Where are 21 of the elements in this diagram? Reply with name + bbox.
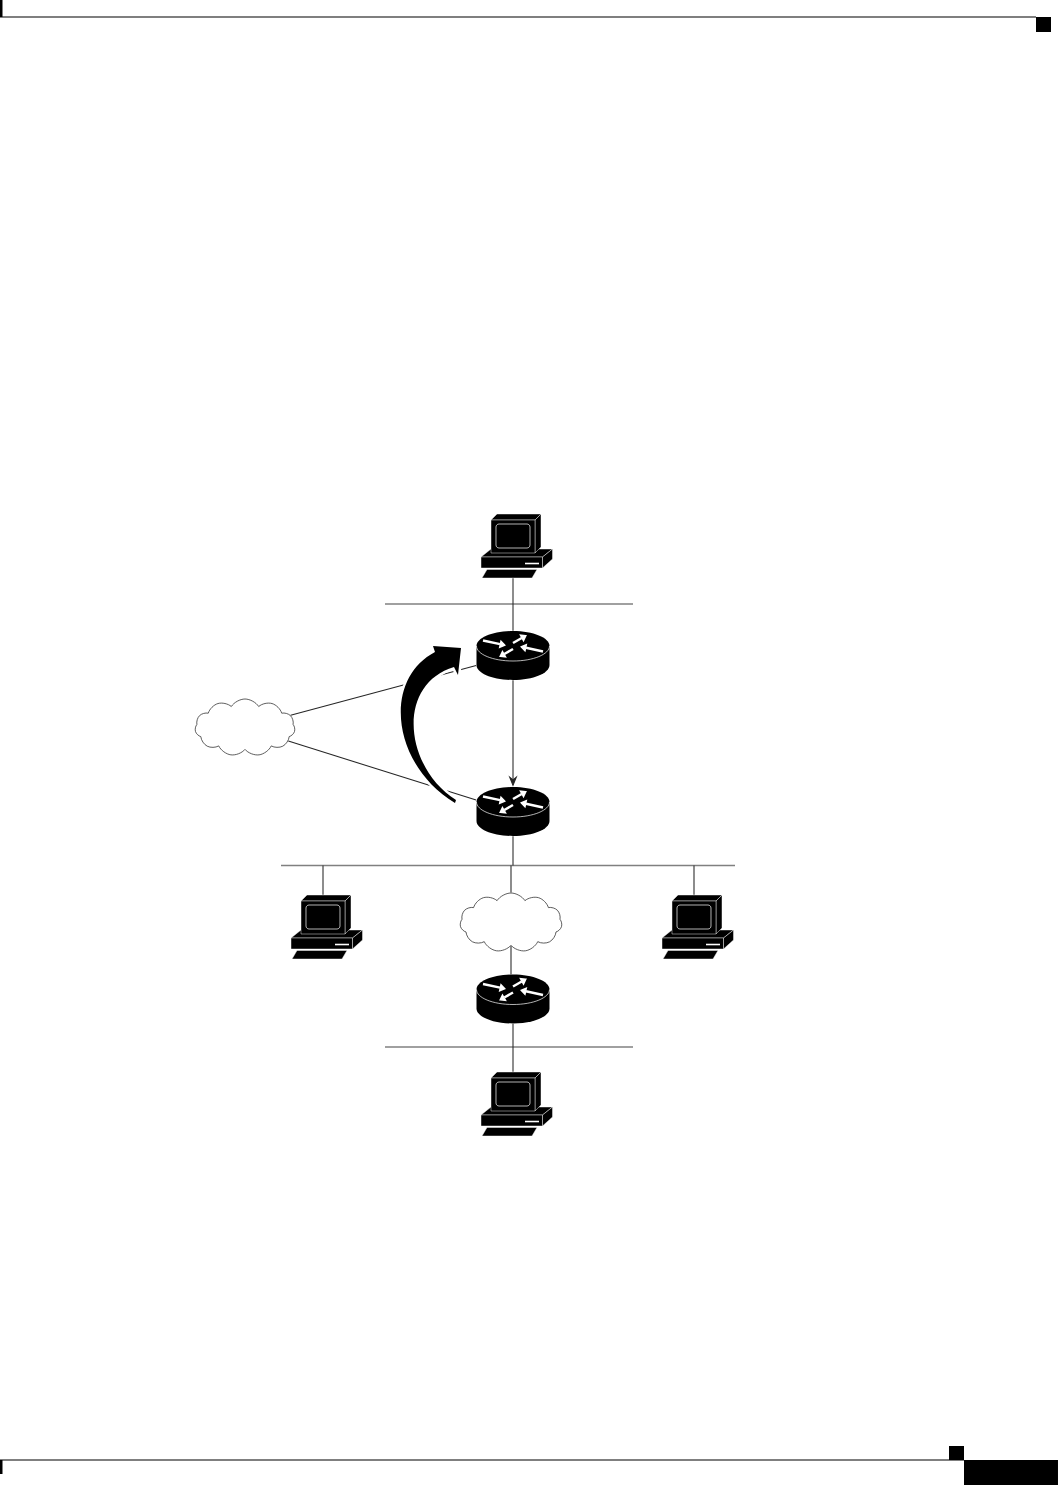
computer-icon <box>661 894 734 960</box>
connector-line <box>510 945 512 975</box>
computer-icon <box>290 894 363 960</box>
connector-line <box>512 1023 514 1048</box>
connector-line <box>512 577 514 605</box>
curved-arrow <box>398 643 464 806</box>
connector-line <box>512 835 514 867</box>
connector-line <box>512 603 514 632</box>
network-cloud <box>194 698 296 756</box>
computer-icon <box>480 513 553 579</box>
connector-line <box>510 865 512 894</box>
connector-line <box>512 1046 514 1073</box>
router-icon <box>476 974 550 1024</box>
router-icon <box>476 787 550 836</box>
network-cloud <box>459 892 563 952</box>
network-segment <box>281 864 735 867</box>
connector-line <box>693 865 695 896</box>
computer-icon <box>480 1071 553 1137</box>
router-icon <box>476 631 550 680</box>
connector-line <box>322 865 324 896</box>
connector-line <box>287 740 477 801</box>
